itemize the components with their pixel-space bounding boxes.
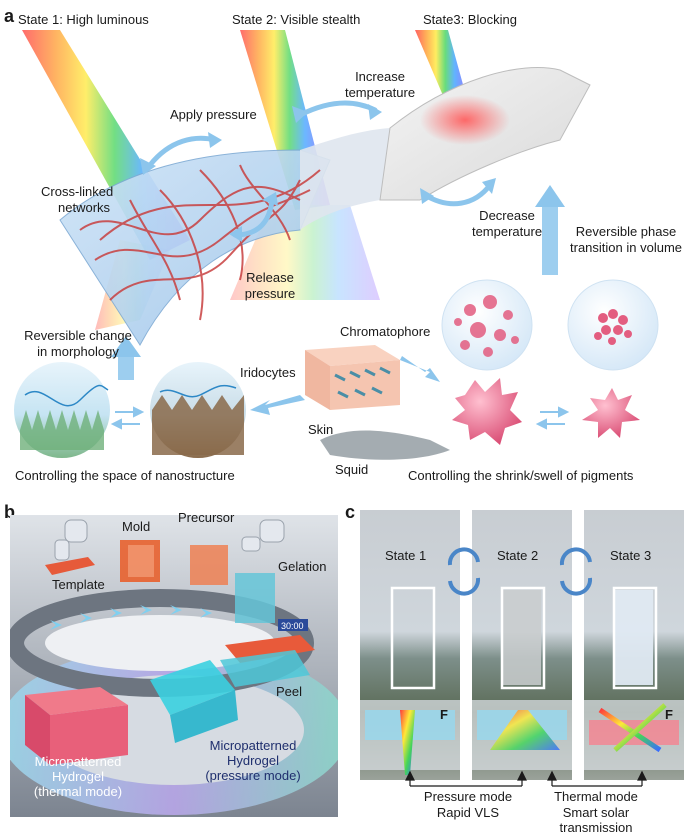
arrow-to-iridocytes — [250, 395, 305, 415]
precursor-label: Precursor — [178, 510, 235, 525]
gelation-label: Gelation — [278, 559, 327, 574]
heat-glow — [420, 95, 510, 145]
robot-arm-right — [241, 519, 285, 552]
cycle-arrow-2 — [559, 547, 593, 596]
panel-c-photos — [360, 510, 684, 787]
state2-label: State 2: Visible stealth — [232, 12, 361, 27]
peel-layer — [225, 635, 315, 663]
morphology-arrow-shaft — [118, 355, 134, 380]
c-state3-label: State 3 — [610, 548, 652, 563]
sample-box-1 — [390, 586, 436, 690]
panel-a-illustration — [14, 30, 659, 460]
pressure-l1: Micropatterned — [209, 738, 297, 753]
panel-b-illustration — [10, 515, 338, 817]
thermal-l1: Micropatterned — [34, 754, 122, 769]
caption-left: Controlling the space of nanostructure — [15, 468, 235, 483]
template-label: Template — [52, 577, 105, 592]
panel-a-letter: a — [4, 6, 15, 26]
robot-arm-left — [54, 519, 88, 561]
thermal-hydrogel — [25, 687, 128, 715]
skin-label: Skin — [308, 422, 334, 437]
panel-b-letter: b — [4, 502, 15, 522]
timer-label: 30:00 — [281, 621, 304, 631]
state3-label: State3: Blocking — [423, 12, 517, 27]
release-pressure-l1: Release — [246, 270, 294, 285]
iridocytes-label: Iridocytes — [240, 365, 296, 380]
thermal-mode-l2: Smart solar transmission — [559, 805, 633, 835]
apply-pressure-label: Apply pressure — [170, 107, 257, 122]
reversible-phase-l2: transition in volume — [570, 240, 682, 255]
reversible-phase-l1: Reversible phase — [575, 224, 677, 239]
template-plate — [45, 557, 95, 575]
thermal-mode-l1: Thermal mode — [554, 789, 638, 804]
pigment-bubble-2 — [567, 279, 659, 371]
panel-c-letter: c — [345, 502, 356, 522]
c-force1-label: F — [440, 707, 448, 722]
increase-temp-l2: temperature — [344, 85, 416, 100]
phase-arrow-shaft — [542, 205, 558, 275]
pressure-l3: (pressure mode) — [205, 768, 301, 783]
squid-label: Squid — [335, 462, 369, 477]
release-pressure-l2: pressure — [244, 286, 296, 301]
state1-label: State 1: High luminous — [18, 12, 149, 27]
arrow-to-chromatophore — [400, 356, 440, 382]
pressure-hydrogel — [150, 660, 235, 715]
sample-box-3 — [612, 586, 658, 690]
conveyor-chevrons — [50, 605, 212, 630]
c-force3-label: F — [665, 707, 673, 722]
chromatophore-label: Chromatophore — [340, 324, 431, 339]
squid-shape — [320, 430, 450, 460]
cycle-arrow-1 — [447, 547, 481, 596]
timer-box — [278, 619, 308, 631]
increase-temp-l1: Increase — [355, 69, 405, 84]
c-state1-label: State 1 — [385, 548, 427, 563]
pressure-l2: Hydrogel — [226, 753, 280, 768]
gelation-block — [235, 573, 275, 623]
phase-arrow-head — [535, 185, 565, 207]
peel-label: Peel — [276, 684, 303, 699]
reversible-change-l1: Reversible change — [24, 328, 132, 343]
decrease-temp-l2: temperature — [471, 224, 543, 239]
cross-linked-fibers — [79, 164, 321, 321]
mode-brackets — [405, 770, 647, 787]
chromatophore-cell-1 — [452, 378, 522, 445]
morphology-arrow-head — [111, 336, 141, 357]
thermal-l2: Hydrogel — [51, 769, 105, 784]
thermal-l3: (thermal mode) — [33, 784, 123, 799]
skin-block — [305, 345, 400, 410]
pressure-mode-l2: Rapid VLS — [436, 805, 500, 820]
crosslinked-l1: Cross-linked — [41, 184, 114, 199]
precursor-container — [190, 545, 228, 585]
swap-arrows-left — [110, 406, 145, 430]
reversible-change-l2: in morphology — [37, 344, 119, 359]
crosslinked-l2: networks — [58, 200, 111, 215]
decrease-temp-l1: Decrease — [479, 208, 535, 223]
caption-right: Controlling the shrink/swell of pigments — [408, 468, 634, 483]
pressure-mode-l1: Pressure mode — [423, 789, 513, 804]
swap-arrows-right — [535, 406, 570, 430]
c-state2-label: State 2 — [497, 548, 539, 563]
mold-label: Mold — [122, 519, 151, 534]
sample-box-2 — [500, 586, 546, 690]
chromatophore-cell-2 — [582, 388, 640, 438]
